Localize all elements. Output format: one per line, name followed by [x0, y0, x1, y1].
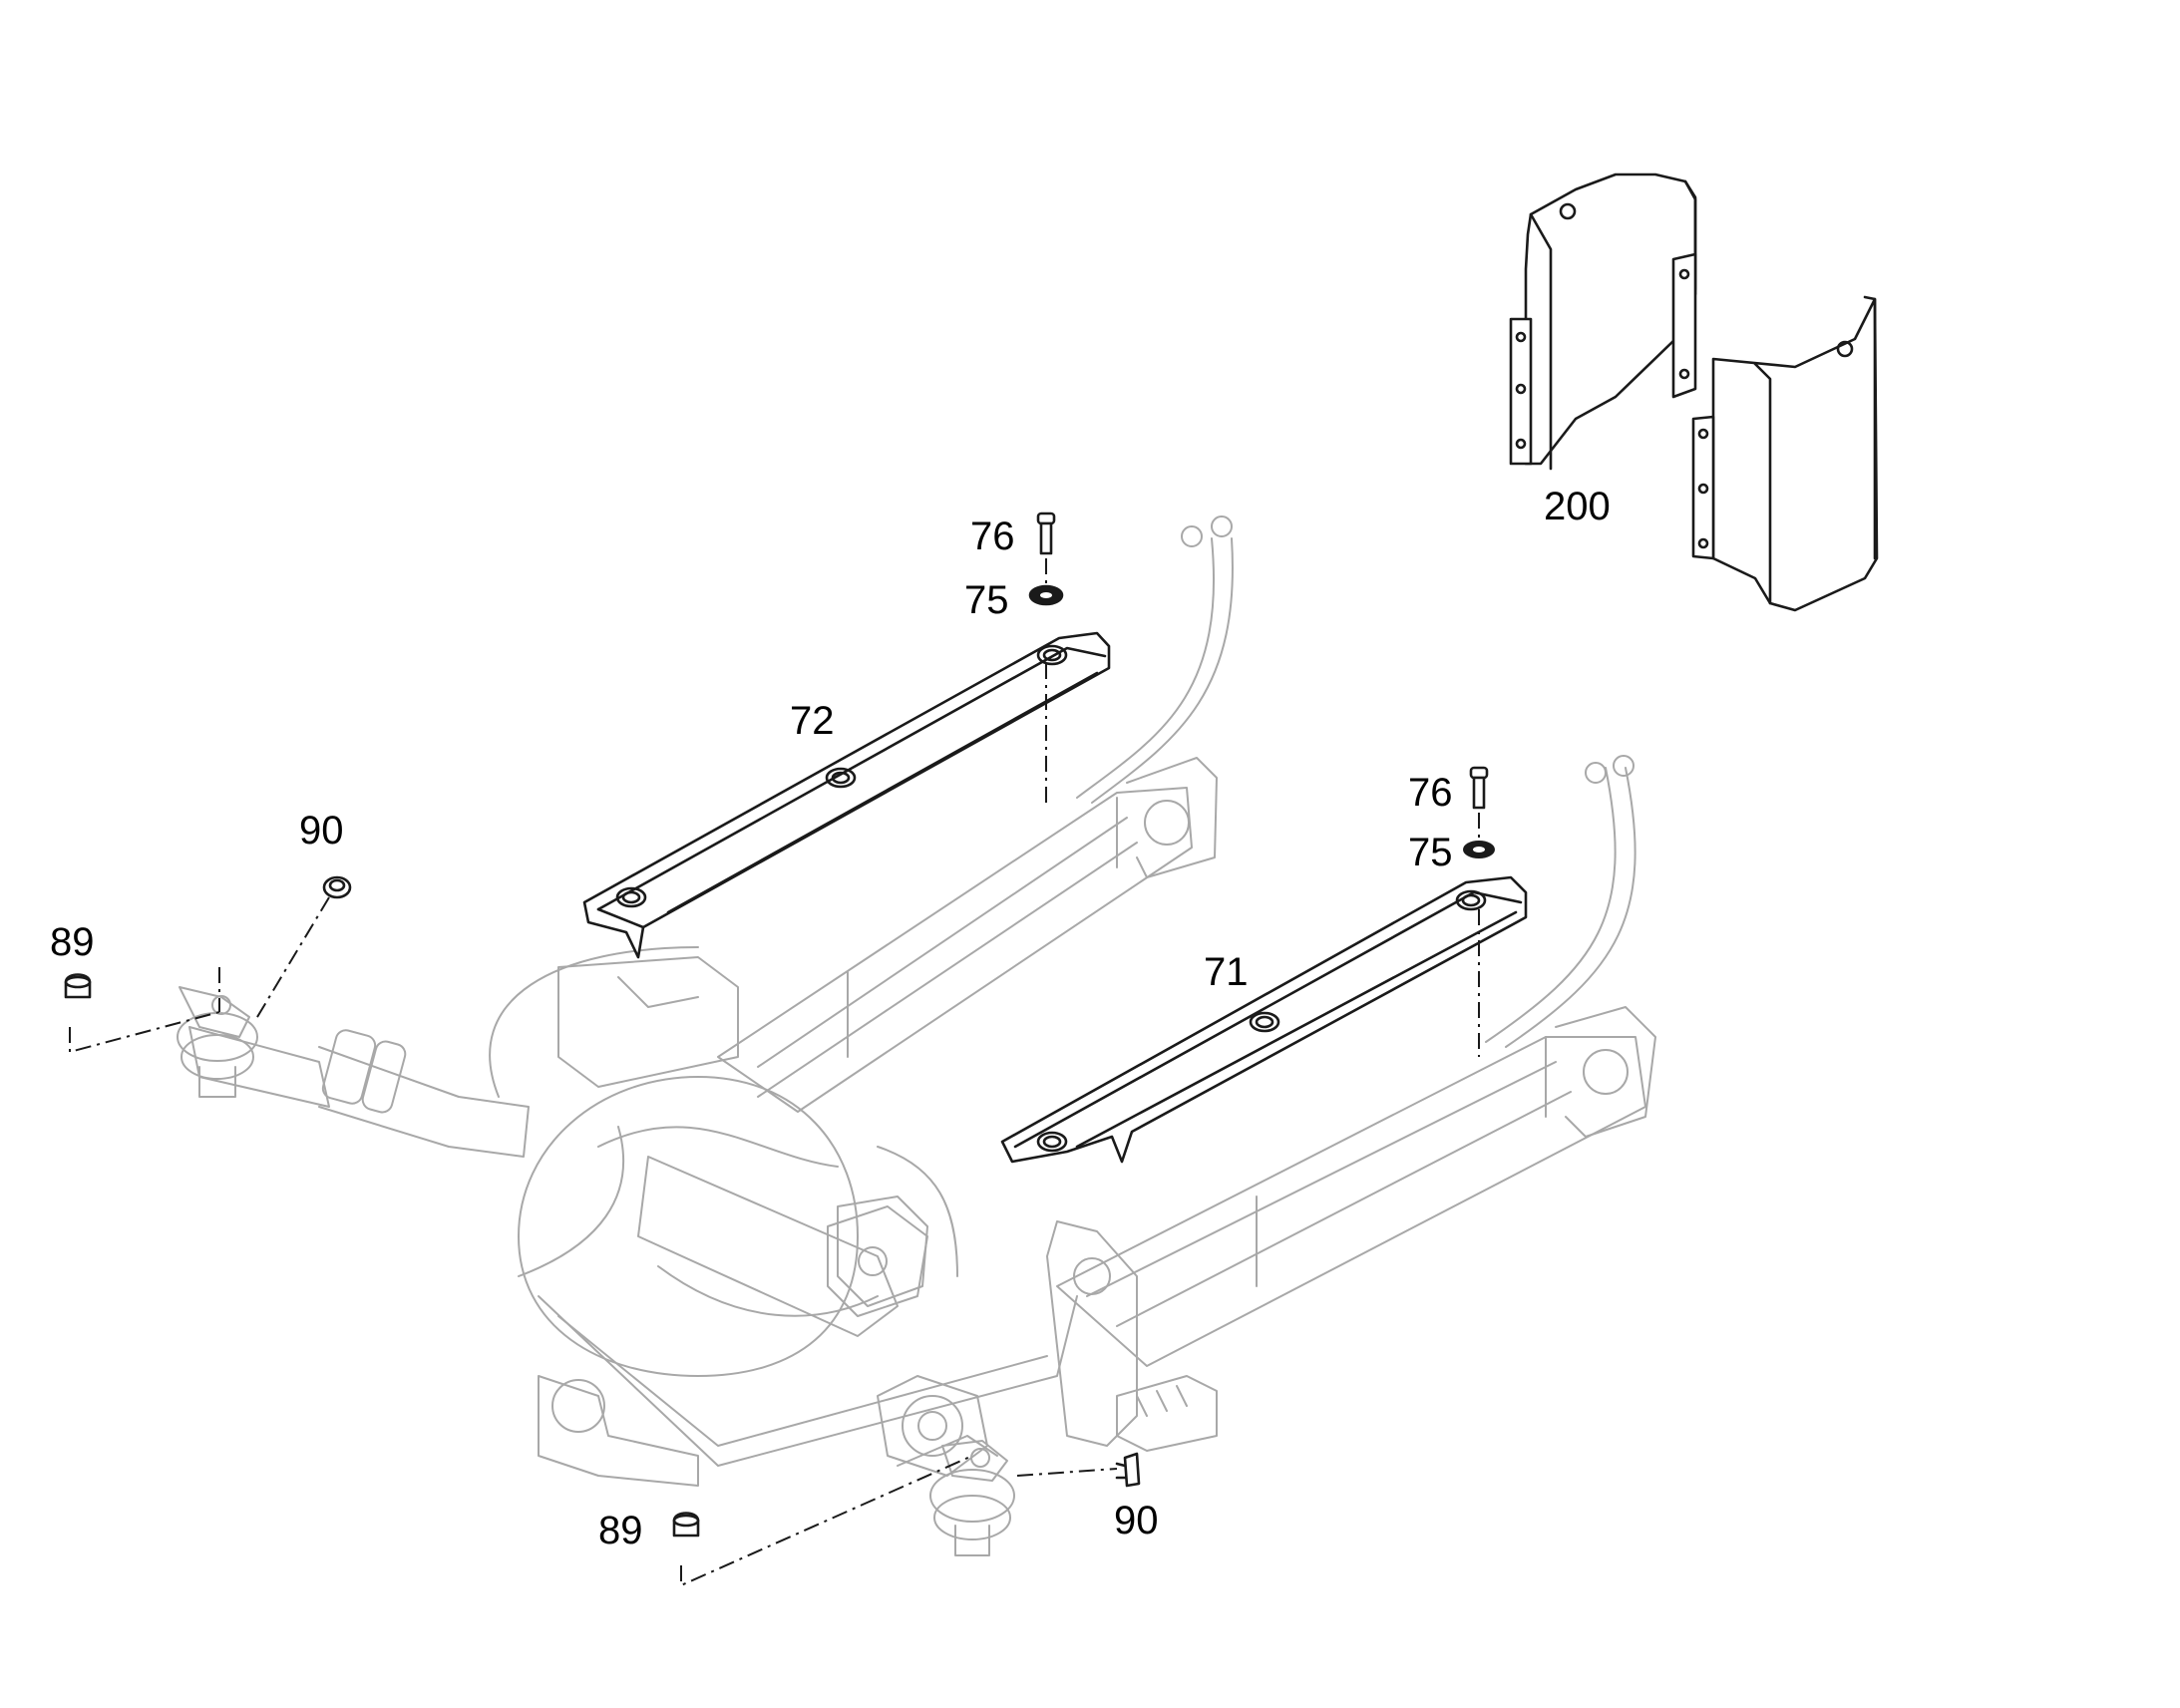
callout-72: 72 [790, 699, 835, 743]
grease-nipple-90-front [1115, 1452, 1141, 1488]
bolt-76-upper [1036, 512, 1056, 555]
axle-frame-assembly [177, 515, 1656, 1556]
washer-75-upper [1028, 584, 1064, 606]
callout-90-front: 90 [1114, 1499, 1159, 1542]
callout-89-left: 89 [50, 920, 95, 964]
bolt-76-lower [1469, 766, 1489, 810]
callout-89-front: 89 [598, 1509, 643, 1552]
cap-89-left [64, 973, 92, 999]
callout-76-upper: 76 [970, 514, 1015, 558]
leader-lines [69, 558, 1480, 1587]
callout-71: 71 [1204, 950, 1249, 994]
cap-90-left [322, 875, 352, 899]
cap-89-front [672, 1512, 700, 1537]
guard-rail-71 [1000, 875, 1528, 1164]
callout-76-lower: 76 [1408, 771, 1453, 815]
callout-90-left: 90 [299, 809, 344, 853]
guard-rail-72 [582, 631, 1111, 959]
callout-75-upper: 75 [964, 578, 1009, 622]
callout-75-lower: 75 [1408, 831, 1453, 874]
callout-200: 200 [1544, 485, 1611, 528]
washer-75-lower [1463, 841, 1495, 858]
guard-plate-pair-200 [1509, 172, 1879, 612]
